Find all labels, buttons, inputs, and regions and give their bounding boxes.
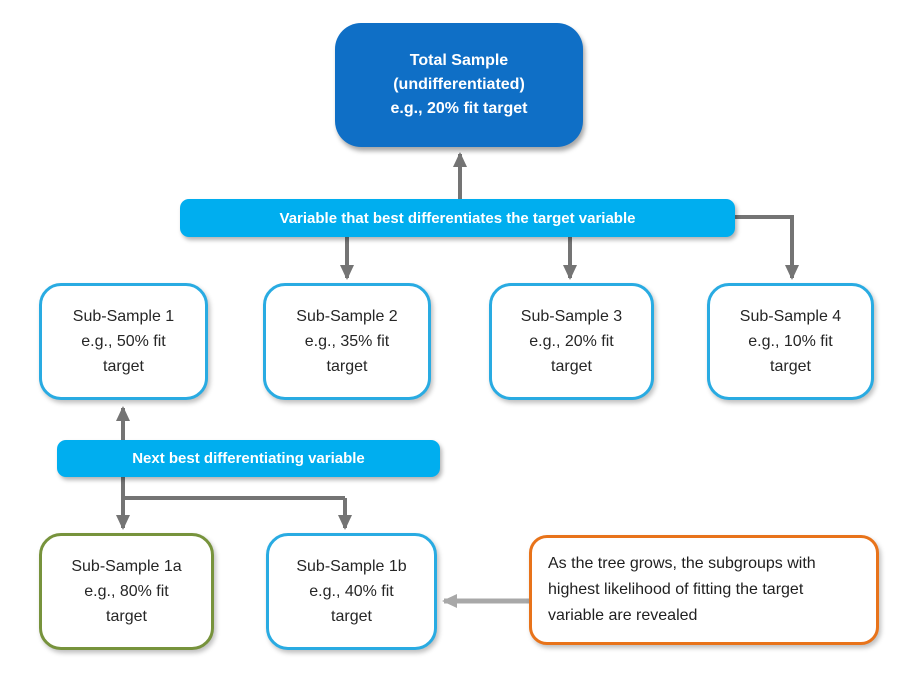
- total-sample-line-3: e.g., 20% fit target: [390, 100, 528, 117]
- sub-sample-3-value: e.g., 20% fit: [529, 333, 614, 350]
- best-differentiator-banner: Variable that best differentiates the ta…: [180, 199, 735, 237]
- arrow-banner1-to-sub-sample-4: [735, 215, 799, 280]
- sub-sample-1-node: Sub-Sample 1 e.g., 50% fit target: [39, 283, 208, 400]
- sub-sample-1-value: e.g., 50% fit: [81, 333, 166, 350]
- sub-sample-1a-title: Sub-Sample 1a: [71, 558, 182, 575]
- total-sample-line-2: (undifferentiated): [393, 76, 525, 93]
- sub-sample-2-value-2: target: [326, 358, 368, 375]
- sub-sample-1a-node: Sub-Sample 1a e.g., 80% fit target: [39, 533, 214, 650]
- annotation-line-3: variable are revealed: [548, 607, 698, 624]
- sub-sample-4-node: Sub-Sample 4 e.g., 10% fit target: [707, 283, 874, 400]
- annotation-line-1: As the tree grows, the subgroups with: [548, 555, 816, 572]
- sub-sample-1b-value-2: target: [331, 608, 372, 625]
- total-sample-line-1: Total Sample: [409, 52, 509, 69]
- next-differentiator-banner: Next best differentiating variable: [57, 440, 440, 477]
- sub-sample-2-title: Sub-Sample 2: [296, 308, 398, 325]
- annotation-note: As the tree grows, the subgroups with hi…: [529, 535, 879, 645]
- sub-sample-3-title: Sub-Sample 3: [520, 308, 623, 325]
- sub-sample-4-title: Sub-Sample 4: [739, 308, 842, 325]
- sub-sample-4-value-2: target: [770, 358, 811, 375]
- sub-sample-3-value-2: target: [551, 358, 592, 375]
- sub-sample-3-node: Sub-Sample 3 e.g., 20% fit target: [489, 283, 654, 400]
- sub-sample-1a-value-2: target: [106, 608, 147, 625]
- sub-sample-4-value: e.g., 10% fit: [748, 333, 833, 350]
- sub-sample-1-title: Sub-Sample 1: [72, 308, 175, 325]
- annotation-line-2: highest likelihood of fitting the target: [548, 581, 804, 598]
- sub-sample-1b-title: Sub-Sample 1b: [296, 558, 407, 575]
- sub-sample-1b-value: e.g., 40% fit: [309, 583, 394, 600]
- sub-sample-2-node: Sub-Sample 2 e.g., 35% fit target: [263, 283, 431, 400]
- total-sample-node: Total Sample (undifferentiated) e.g., 20…: [335, 23, 583, 147]
- sub-sample-1b-node: Sub-Sample 1b e.g., 40% fit target: [266, 533, 437, 650]
- next-differentiator-label: Next best differentiating variable: [132, 450, 365, 467]
- best-differentiator-label: Variable that best differentiates the ta…: [279, 209, 636, 227]
- sub-sample-2-value: e.g., 35% fit: [304, 333, 390, 350]
- sub-sample-1-value-2: target: [103, 358, 144, 375]
- sub-sample-1a-value: e.g., 80% fit: [84, 583, 169, 600]
